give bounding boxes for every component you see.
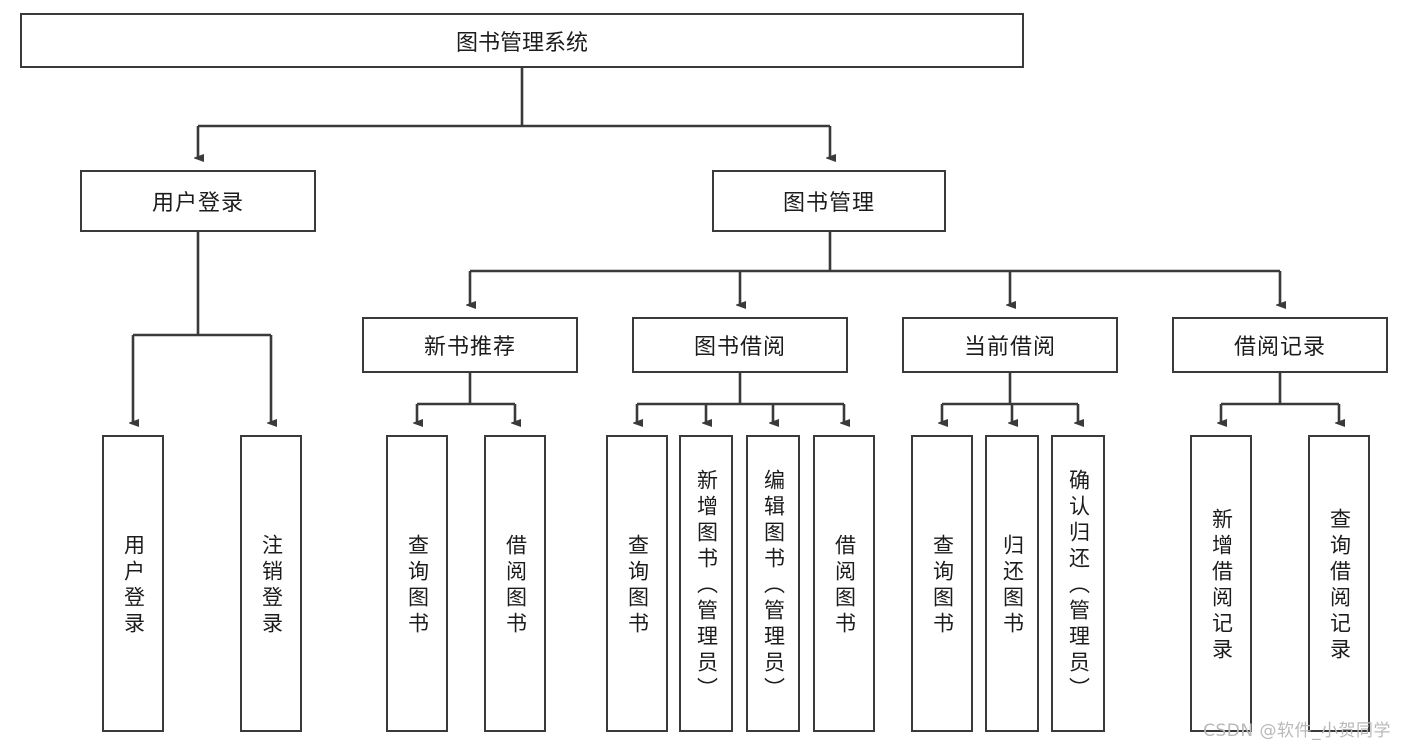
node-current-borrow[interactable]: 当前借阅 <box>902 317 1118 373</box>
node-leaf-query-borrow-record[interactable]: 查询借阅记录 <box>1308 435 1370 732</box>
node-label: 新增借阅记录 <box>1209 507 1234 664</box>
node-label: 查询图书 <box>625 533 650 638</box>
node-leaf-query-book-rec[interactable]: 查询图书 <box>386 435 448 732</box>
node-label: 借阅记录 <box>1233 335 1326 360</box>
node-leaf-borrow-book-rec[interactable]: 借阅图书 <box>484 435 546 732</box>
node-user-login[interactable]: 用户登录 <box>80 170 316 232</box>
node-label: 确认归还（管理员） <box>1066 468 1091 703</box>
node-leaf-query-book-borrow[interactable]: 查询图书 <box>606 435 668 732</box>
node-label: 图书借阅 <box>693 335 786 360</box>
node-label: 图书管理 <box>782 191 875 216</box>
node-leaf-user-logout[interactable]: 注销登录 <box>240 435 302 732</box>
node-label: 归还图书 <box>1000 533 1025 638</box>
node-label: 用户登录 <box>121 533 146 638</box>
node-label: 新增图书（管理员） <box>694 468 719 703</box>
node-leaf-confirm-return-admin[interactable]: 确认归还（管理员） <box>1051 435 1105 732</box>
node-borrow-record[interactable]: 借阅记录 <box>1172 317 1388 373</box>
node-book-borrow[interactable]: 图书借阅 <box>632 317 848 373</box>
node-label: 用户登录 <box>151 191 244 216</box>
node-label: 借阅图书 <box>832 533 857 638</box>
node-label: 借阅图书 <box>503 533 528 638</box>
node-label: 图书管理系统 <box>455 30 588 56</box>
node-label: 查询借阅记录 <box>1327 507 1352 664</box>
node-leaf-add-borrow-record[interactable]: 新增借阅记录 <box>1190 435 1252 732</box>
node-label: 注销登录 <box>259 533 284 638</box>
node-label: 新书推荐 <box>423 335 516 360</box>
node-root-system[interactable]: 图书管理系统 <box>20 13 1024 68</box>
node-leaf-user-login[interactable]: 用户登录 <box>102 435 164 732</box>
node-leaf-return-book[interactable]: 归还图书 <box>985 435 1039 732</box>
node-label: 当前借阅 <box>963 335 1056 360</box>
node-leaf-edit-book-admin[interactable]: 编辑图书（管理员） <box>746 435 800 732</box>
node-leaf-borrow-book[interactable]: 借阅图书 <box>813 435 875 732</box>
node-leaf-query-book-cur[interactable]: 查询图书 <box>911 435 973 732</box>
node-leaf-add-book-admin[interactable]: 新增图书（管理员） <box>679 435 733 732</box>
node-label: 查询图书 <box>930 533 955 638</box>
watermark-text: CSDN @软件_小贺同学 <box>1203 721 1391 741</box>
node-label: 查询图书 <box>405 533 430 638</box>
node-book-manage[interactable]: 图书管理 <box>712 170 946 232</box>
node-label: 编辑图书（管理员） <box>761 468 786 703</box>
node-new-book-recommend[interactable]: 新书推荐 <box>362 317 578 373</box>
